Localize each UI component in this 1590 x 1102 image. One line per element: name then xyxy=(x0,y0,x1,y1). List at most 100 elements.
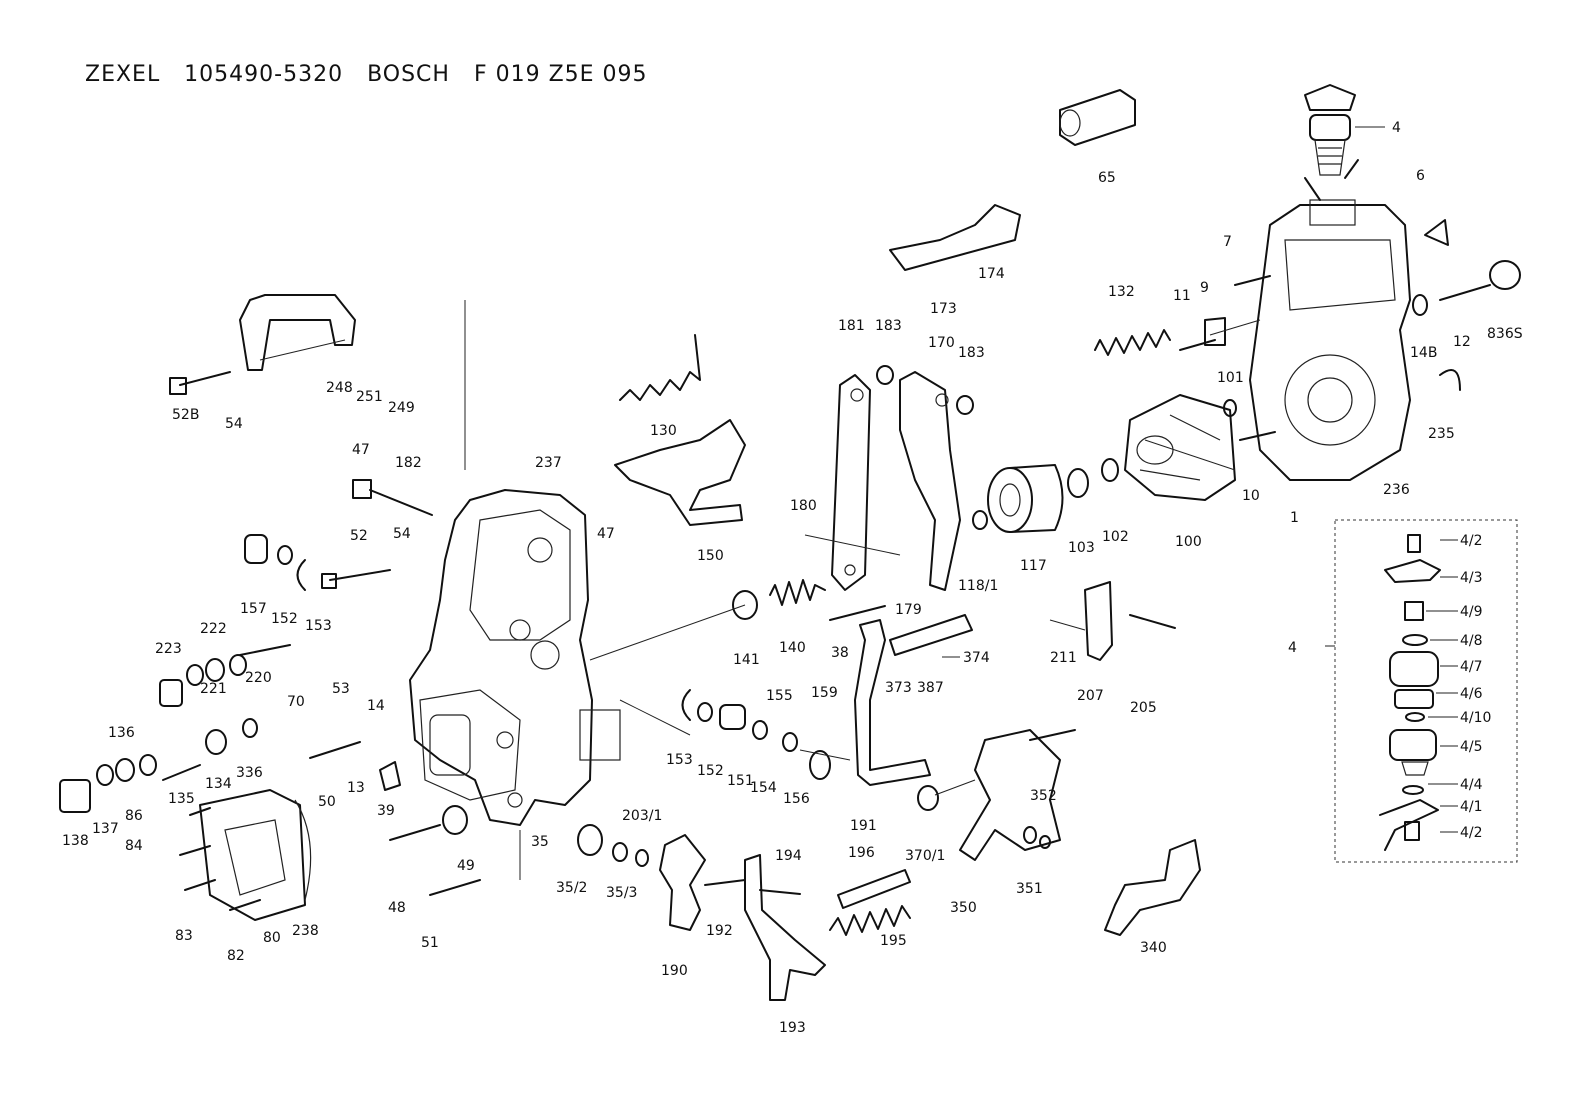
diagram-title: ZEXEL 105490-5320 BOSCH F 019 Z5E 095 xyxy=(85,62,648,87)
label-193: 193 xyxy=(779,1020,806,1036)
label-47-a: 47 xyxy=(352,442,370,458)
label-inset-ref: 4 xyxy=(1288,640,1297,656)
label-1: 1 xyxy=(1290,510,1299,526)
label-155: 155 xyxy=(766,688,793,704)
label-174: 174 xyxy=(978,266,1005,282)
label-192: 192 xyxy=(706,923,733,939)
label-387: 387 xyxy=(917,680,944,696)
label-205: 205 xyxy=(1130,700,1157,716)
label-223: 223 xyxy=(155,641,182,657)
label-194: 194 xyxy=(775,848,802,864)
label-49: 49 xyxy=(457,858,475,874)
callout-labels: 65 4 6 7 9 11 12 836S 14B 101 235 10 236… xyxy=(62,120,1523,1036)
label-183-b: 183 xyxy=(958,345,985,361)
link-373 xyxy=(889,614,973,656)
inset-exploded-4 xyxy=(1379,534,1441,851)
inset-frame xyxy=(1334,519,1518,863)
label-221: 221 xyxy=(200,681,227,697)
label-157: 157 xyxy=(240,601,267,617)
rings-153-156 xyxy=(681,689,798,752)
lever-170 xyxy=(899,371,961,591)
label-10: 10 xyxy=(1242,488,1260,504)
lever-190 xyxy=(659,834,706,931)
label-86: 86 xyxy=(125,808,143,824)
label-4-1: 4/1 xyxy=(1460,799,1483,815)
label-340: 340 xyxy=(1140,940,1167,956)
label-48: 48 xyxy=(388,900,406,916)
label-134: 134 xyxy=(205,776,232,792)
label-101: 101 xyxy=(1217,370,1244,386)
shaft-150 xyxy=(614,419,746,526)
bracket-248 xyxy=(239,294,356,371)
label-4-9: 4/9 xyxy=(1460,604,1483,620)
label-4: 4 xyxy=(1392,120,1401,136)
label-352: 352 xyxy=(1030,788,1057,804)
label-13: 13 xyxy=(347,780,365,796)
label-237: 237 xyxy=(535,455,562,471)
label-141: 141 xyxy=(733,652,760,668)
pin-205 xyxy=(1129,614,1176,629)
spring-130 xyxy=(619,334,701,401)
flyweight-100 xyxy=(1124,394,1236,501)
label-54-b: 54 xyxy=(393,526,411,542)
nut-141 xyxy=(732,590,758,620)
label-4-2-top: 4/2 xyxy=(1460,533,1483,549)
bracket-174 xyxy=(889,204,1021,271)
label-117: 117 xyxy=(1020,558,1047,574)
part-118-1 xyxy=(972,510,988,530)
label-222: 222 xyxy=(200,621,227,637)
label-4-7: 4/7 xyxy=(1460,659,1483,675)
drum-117 xyxy=(987,464,1064,533)
pin-196 xyxy=(837,869,911,909)
label-130: 130 xyxy=(650,423,677,439)
label-151: 151 xyxy=(727,773,754,789)
label-65: 65 xyxy=(1098,170,1116,186)
label-238: 238 xyxy=(292,923,319,939)
label-4-2-bottom: 4/2 xyxy=(1460,825,1483,841)
label-50: 50 xyxy=(318,794,336,810)
label-35-2: 35/2 xyxy=(556,880,587,896)
label-70: 70 xyxy=(287,694,305,710)
label-138: 138 xyxy=(62,833,89,849)
label-179: 179 xyxy=(895,602,922,618)
lever-193 xyxy=(744,854,826,1001)
label-4-3: 4/3 xyxy=(1460,570,1483,586)
label-136: 136 xyxy=(108,725,135,741)
label-7: 7 xyxy=(1223,234,1232,250)
label-180: 180 xyxy=(790,498,817,514)
label-135: 135 xyxy=(168,791,195,807)
label-336: 336 xyxy=(236,765,263,781)
governor-housing-1 xyxy=(1249,199,1411,481)
label-150: 150 xyxy=(697,548,724,564)
label-6: 6 xyxy=(1416,168,1425,184)
label-370-1: 370/1 xyxy=(905,848,945,864)
label-9: 9 xyxy=(1200,280,1209,296)
label-159: 159 xyxy=(811,685,838,701)
label-80: 80 xyxy=(263,930,281,946)
label-181: 181 xyxy=(838,318,865,334)
label-183-a: 183 xyxy=(875,318,902,334)
spring-195 xyxy=(829,905,911,936)
label-82: 82 xyxy=(227,948,245,964)
callout-leaders xyxy=(942,126,1458,833)
label-207: 207 xyxy=(1077,688,1104,704)
label-248: 248 xyxy=(326,380,353,396)
label-203-1: 203/1 xyxy=(622,808,662,824)
pump-housing-237 xyxy=(409,489,621,826)
label-11: 11 xyxy=(1173,288,1191,304)
label-12: 12 xyxy=(1453,334,1471,350)
label-14: 14 xyxy=(367,698,385,714)
label-14b: 14B xyxy=(1410,345,1437,361)
label-103: 103 xyxy=(1068,540,1095,556)
label-4-4: 4/4 xyxy=(1460,777,1483,793)
bolts-group xyxy=(162,275,1491,911)
label-235: 235 xyxy=(1428,426,1455,442)
label-35-3: 35/3 xyxy=(606,885,637,901)
label-211: 211 xyxy=(1050,650,1077,666)
label-102: 102 xyxy=(1102,529,1129,545)
label-153-b: 153 xyxy=(666,752,693,768)
label-140: 140 xyxy=(779,640,806,656)
lever-181 xyxy=(831,374,871,591)
label-39: 39 xyxy=(377,803,395,819)
label-836s: 836S xyxy=(1487,326,1523,342)
